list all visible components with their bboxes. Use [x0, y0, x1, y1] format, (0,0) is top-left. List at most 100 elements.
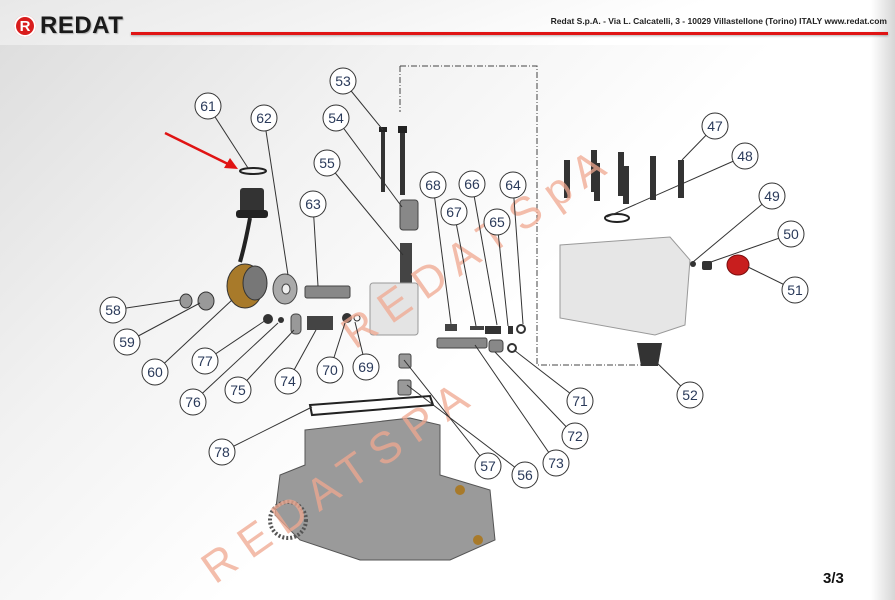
- leader-line-75: [237, 329, 295, 391]
- brand-name: REDAT: [40, 12, 124, 39]
- page-edge-shadow: [871, 0, 895, 600]
- part-spool-63: [304, 285, 351, 299]
- callout-circle: [542, 449, 570, 477]
- leader-line-72: [494, 351, 576, 437]
- callout-63: 63: [299, 190, 327, 218]
- callout-circle: [313, 149, 341, 177]
- leader-line-73: [474, 344, 557, 464]
- header-band: [0, 0, 895, 45]
- callout-62: 62: [250, 104, 278, 132]
- leader-line-49: [692, 195, 773, 263]
- callout-74: 74: [274, 367, 302, 395]
- callout-circle: [458, 170, 486, 198]
- leader-line-57: [403, 359, 489, 467]
- callout-73: 73: [542, 449, 570, 477]
- callout-54: 54: [322, 104, 350, 132]
- callout-circle: [676, 381, 704, 409]
- callout-50: 50: [777, 220, 805, 248]
- callout-56: 56: [511, 461, 539, 489]
- callout-47: 47: [701, 112, 729, 140]
- callout-49: 49: [758, 182, 786, 210]
- leader-line-67: [453, 211, 477, 327]
- callout-71: 71: [566, 387, 594, 415]
- callout-70: 70: [316, 356, 344, 384]
- leader-line-48: [606, 155, 746, 218]
- callout-number: 59: [119, 334, 135, 350]
- callout-65: 65: [483, 208, 511, 236]
- callout-circle: [499, 171, 527, 199]
- callout-59: 59: [113, 328, 141, 356]
- callout-number: 64: [505, 177, 521, 193]
- callout-number: 54: [328, 110, 344, 126]
- callout-number: 76: [185, 394, 201, 410]
- callout-57: 57: [474, 452, 502, 480]
- leader-line-76: [192, 322, 279, 403]
- leader-line-59: [126, 302, 201, 343]
- callout-number: 50: [783, 226, 799, 242]
- callout-circle: [299, 190, 327, 218]
- page-number: 3/3: [823, 570, 844, 587]
- part-spool-assembly-68-73: [397, 324, 526, 396]
- part-solenoid-60: [226, 263, 268, 309]
- callout-number: 66: [464, 176, 480, 192]
- callout-58: 58: [99, 296, 127, 324]
- callout-circle: [113, 328, 141, 356]
- leader-line-54: [335, 117, 403, 208]
- leader-lines: [112, 80, 796, 476]
- part-connector-61: [236, 167, 268, 263]
- part-fittings-49-51: [690, 254, 750, 276]
- callout-number: 63: [305, 196, 321, 212]
- callout-48: 48: [731, 142, 759, 170]
- callout-circle: [194, 92, 222, 120]
- callout-68: 68: [419, 171, 447, 199]
- callout-number: 53: [335, 73, 351, 89]
- callout-labels: 4748495051525354555657585960616263646566…: [99, 67, 809, 489]
- callout-circle: [191, 347, 219, 375]
- leader-line-64: [512, 184, 524, 325]
- leader-line-56: [406, 384, 526, 476]
- part-bolts-53: [379, 126, 407, 195]
- part-pump-body: [268, 417, 496, 561]
- leader-line-55: [326, 162, 404, 256]
- company-address: Redat S.p.A. - Via L. Calcatelli, 3 - 10…: [550, 16, 887, 26]
- callout-61: 61: [194, 92, 222, 120]
- callout-number: 60: [147, 364, 163, 380]
- part-bolts-47: [564, 150, 684, 204]
- callout-circle: [352, 353, 380, 381]
- callout-72: 72: [561, 422, 589, 450]
- callout-76: 76: [179, 388, 207, 416]
- callout-circle: [224, 376, 252, 404]
- callout-number: 56: [517, 467, 533, 483]
- callout-circle: [250, 104, 278, 132]
- callout-circle: [777, 220, 805, 248]
- callout-circle: [440, 198, 468, 226]
- leader-line-50: [707, 233, 792, 264]
- part-spring-55: [400, 243, 412, 283]
- callout-78: 78: [208, 438, 236, 466]
- callout-number: 57: [480, 458, 496, 474]
- callout-77: 77: [191, 347, 219, 375]
- callout-52: 52: [676, 381, 704, 409]
- leader-line-63: [312, 203, 319, 287]
- part-valve-body: [369, 282, 419, 336]
- part-small-parts-69-77: [263, 313, 361, 335]
- callout-number: 70: [322, 362, 338, 378]
- callout-number: 71: [572, 393, 588, 409]
- part-disc-62: [272, 273, 298, 305]
- callout-circle: [566, 387, 594, 415]
- callout-circle: [731, 142, 759, 170]
- callout-69: 69: [352, 353, 380, 381]
- callout-64: 64: [499, 171, 527, 199]
- callout-number: 77: [197, 353, 213, 369]
- callout-number: 47: [707, 118, 723, 134]
- callout-number: 69: [358, 359, 374, 375]
- callout-circle: [329, 67, 357, 95]
- callout-number: 65: [489, 214, 505, 230]
- leader-line-60: [154, 299, 233, 373]
- part-cover-housing: [559, 236, 691, 336]
- callout-circle: [141, 358, 169, 386]
- callout-number: 61: [200, 98, 216, 114]
- callout-60: 60: [141, 358, 169, 386]
- callout-number: 48: [737, 148, 753, 164]
- callout-circle: [701, 112, 729, 140]
